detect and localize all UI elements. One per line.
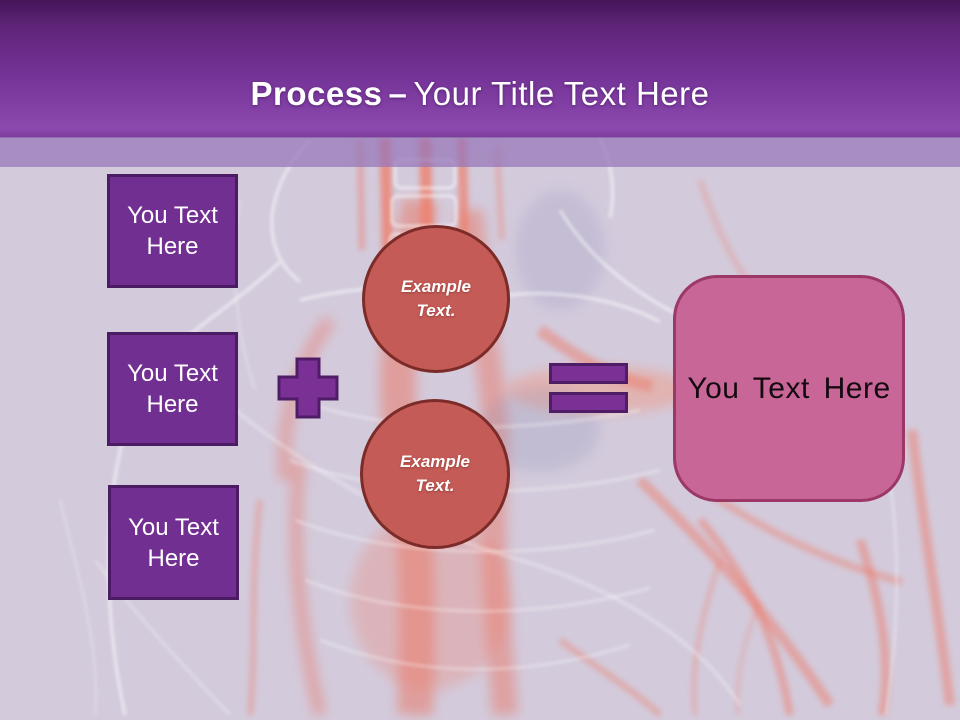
input-box-2: You Text Here — [107, 332, 238, 446]
equals-bottom-bar — [549, 392, 628, 413]
example-circle-1-label: Example Text. — [401, 277, 471, 320]
example-circle-2: Example Text. — [360, 399, 510, 549]
title-keyword: Process — [250, 75, 383, 112]
result-box-label: You Text Here — [687, 371, 891, 405]
example-circle-2-label: Example Text. — [400, 452, 470, 495]
input-box-2-label: You Text Here — [127, 360, 218, 418]
equals-top-bar — [549, 363, 628, 384]
header-accent-band — [0, 137, 960, 167]
example-circle-1: Example Text. — [362, 225, 510, 373]
page-title: Process–Your Title Text Here — [251, 75, 710, 113]
plus-icon — [277, 357, 339, 419]
input-box-1: You Text Here — [107, 174, 238, 288]
title-separator: – — [388, 75, 408, 112]
title-subtitle: Your Title Text Here — [413, 75, 710, 112]
slide-header: Process–Your Title Text Here — [0, 0, 960, 137]
result-box: You Text Here — [673, 275, 905, 502]
input-box-3: You Text Here — [108, 485, 239, 600]
input-box-1-label: You Text Here — [127, 202, 218, 260]
equals-icon — [549, 363, 628, 413]
input-box-3-label: You Text Here — [128, 513, 219, 572]
